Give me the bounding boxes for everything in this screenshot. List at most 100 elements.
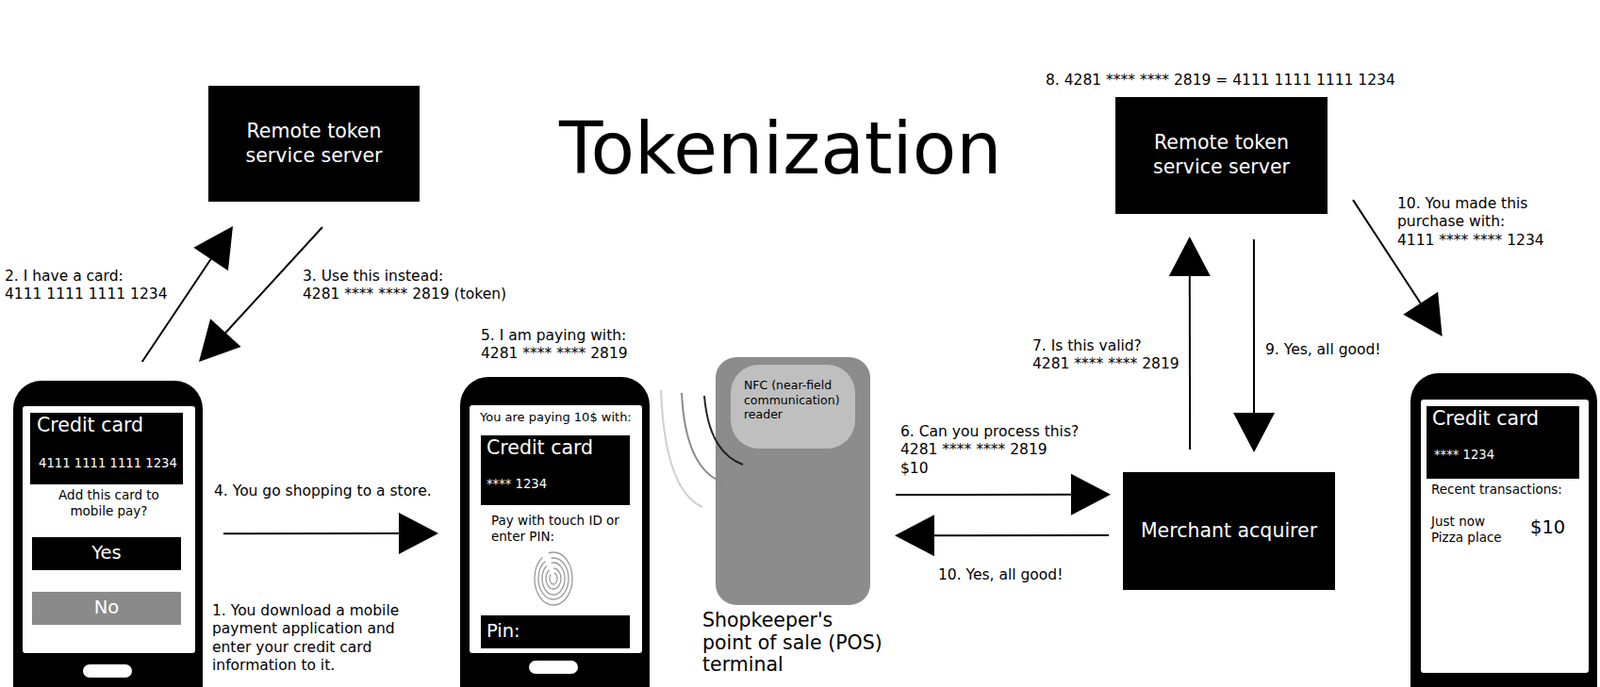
arrow-connector	[223, 512, 439, 555]
text-line: 6. Can you process this?	[900, 423, 1079, 442]
arrow-connector	[894, 514, 1109, 557]
no-button: No	[32, 592, 182, 626]
note-label: 1. You download a mobile payment applica…	[212, 602, 399, 677]
fingerprint-ridge	[545, 568, 561, 590]
connector-line	[1188, 274, 1191, 450]
node-text: 4111 1111 1111 1234	[38, 456, 178, 473]
node-text: Pay with touch ID or enter PIN:	[491, 512, 620, 545]
text-line: reader	[743, 407, 841, 423]
text-line: Add this card to	[22, 487, 196, 504]
text-line: 7. Is this valid?	[1032, 337, 1180, 356]
node-text: Credit card	[486, 436, 594, 462]
arrow-connector	[1169, 236, 1211, 450]
node-text: Just now Pizza place	[1431, 513, 1502, 546]
fingerprint-icon	[534, 552, 573, 606]
phone-body: You are paying 10$ with: Pay with touch I…	[460, 377, 650, 687]
fingerprint-ridge	[542, 562, 565, 595]
text-line: enter PIN:	[491, 528, 620, 545]
text-line: 4281 **** **** 2819	[900, 441, 1079, 460]
node-text: $10	[1530, 516, 1566, 540]
text-line: $10	[900, 460, 1079, 479]
fingerprint-ridge	[549, 573, 558, 585]
arrowhead	[398, 512, 439, 555]
nfc-reader: NFC (near-field communication) reader	[730, 364, 856, 449]
fingerprint-ridge	[538, 558, 569, 600]
text-line: mobile pay?	[22, 503, 196, 520]
edge-label: 7. Is this valid? 4281 **** **** 2819	[1032, 337, 1180, 375]
arrowhead	[894, 514, 935, 557]
text-line: Pay with touch ID or	[491, 512, 620, 529]
arrowhead	[1402, 292, 1442, 337]
text-line: service server	[246, 144, 383, 169]
nfc-wave	[704, 395, 743, 465]
arrow-connector	[895, 474, 1111, 516]
arrowhead	[1233, 412, 1275, 453]
edge-label: 4. You go shopping to a store.	[214, 482, 432, 501]
node-text: Merchant acquirer	[1140, 519, 1318, 545]
node-text: Yes	[91, 542, 121, 565]
text-line: 4281 **** **** 2819	[1032, 355, 1180, 374]
text-line: Pizza place	[1431, 529, 1502, 546]
server-box: Remote token service server	[208, 85, 420, 202]
text-line: terminal	[702, 654, 883, 677]
text-line: 3. Use this instead:	[302, 267, 507, 286]
node-text: Credit card	[36, 413, 144, 439]
text-line: point of sale (POS)	[702, 632, 883, 656]
card-box: Credit card 4111 1111 1111 1234	[30, 412, 183, 485]
text-line: 10. You made this	[1397, 195, 1545, 214]
node-text: NFC (near-field communication) reader	[743, 378, 841, 423]
card-box: Credit card**** 1234	[480, 435, 630, 506]
phone-body: Add this card to mobile pay? Credit card 4…	[13, 380, 203, 687]
note-label: 5. I am paying with: 4281 **** **** 2819	[480, 327, 628, 364]
arrowhead	[193, 226, 233, 271]
text-line: Shopkeeper's	[702, 610, 883, 633]
text-line: Remote token	[246, 119, 383, 145]
pin-field: Pin:	[480, 615, 630, 649]
nfc-wave	[681, 393, 724, 483]
text-line: service server	[1153, 155, 1290, 181]
text-line: NFC (near-field	[743, 378, 841, 394]
yes-button: Yes	[32, 537, 182, 571]
home-button	[82, 664, 132, 678]
edge-label: 9. Yes, all good!	[1265, 341, 1382, 360]
note-label: 8. 4281 **** **** 2819 = 4111 1111 1111 …	[1045, 71, 1396, 90]
text-line: information to it.	[212, 657, 399, 676]
connector-line	[895, 494, 1073, 496]
diagram-title: Tokenization	[559, 113, 1002, 185]
server-box: Remote token service server	[1115, 97, 1328, 215]
fingerprint-ridge	[534, 552, 573, 606]
text-line: payment application and	[212, 620, 399, 639]
text-line: 4111 1111 1111 1234	[4, 285, 168, 304]
text-line: communication)	[743, 393, 841, 409]
node-text: Shopkeeper's point of sale (POS) termina…	[702, 610, 883, 677]
edge-label: 3. Use this instead: 4281 **** **** 2819…	[302, 267, 507, 305]
edge-label: 10. Yes, all good!	[938, 566, 1063, 585]
text-line: Just now	[1431, 513, 1502, 530]
pos-terminal: Shopkeeper's point of sale (POS) termina…	[715, 357, 871, 606]
arrowhead	[198, 318, 242, 363]
connector-line	[223, 532, 401, 535]
node-text: **** 1234	[1434, 447, 1495, 464]
text-line: 2. I have a card:	[4, 267, 168, 286]
edge-label: 2. I have a card: 4111 1111 1111 1234	[4, 267, 168, 305]
text-line: 4281 **** **** 2819	[480, 345, 628, 363]
node-text: Remote token service server	[246, 119, 383, 168]
text-line: enter your credit card	[212, 639, 399, 658]
text-line: 1. You download a mobile	[212, 602, 399, 621]
node-text: Pin:	[486, 620, 521, 644]
text-line: 4281 **** **** 2819 (token)	[302, 285, 507, 304]
text-line: 4111 **** **** 1234	[1397, 231, 1545, 250]
card-box: Credit card**** 1234	[1426, 406, 1580, 479]
node-text: Remote token service server	[1153, 131, 1290, 180]
arrowhead	[1169, 236, 1211, 277]
home-button	[528, 660, 578, 675]
nfc-wave	[660, 390, 703, 508]
node-text: No	[94, 596, 120, 620]
node-text: Recent transactions:	[1431, 481, 1563, 498]
node-text: You are paying 10$ with:	[479, 410, 632, 426]
arrowhead	[1071, 474, 1111, 516]
connector-line	[932, 534, 1109, 537]
phone-body: Recent transactions: Just now Pizza place…	[1410, 373, 1598, 687]
connector-line	[1253, 239, 1255, 415]
edge-label: 10. You made this purchase with: 4111 **…	[1397, 195, 1545, 250]
